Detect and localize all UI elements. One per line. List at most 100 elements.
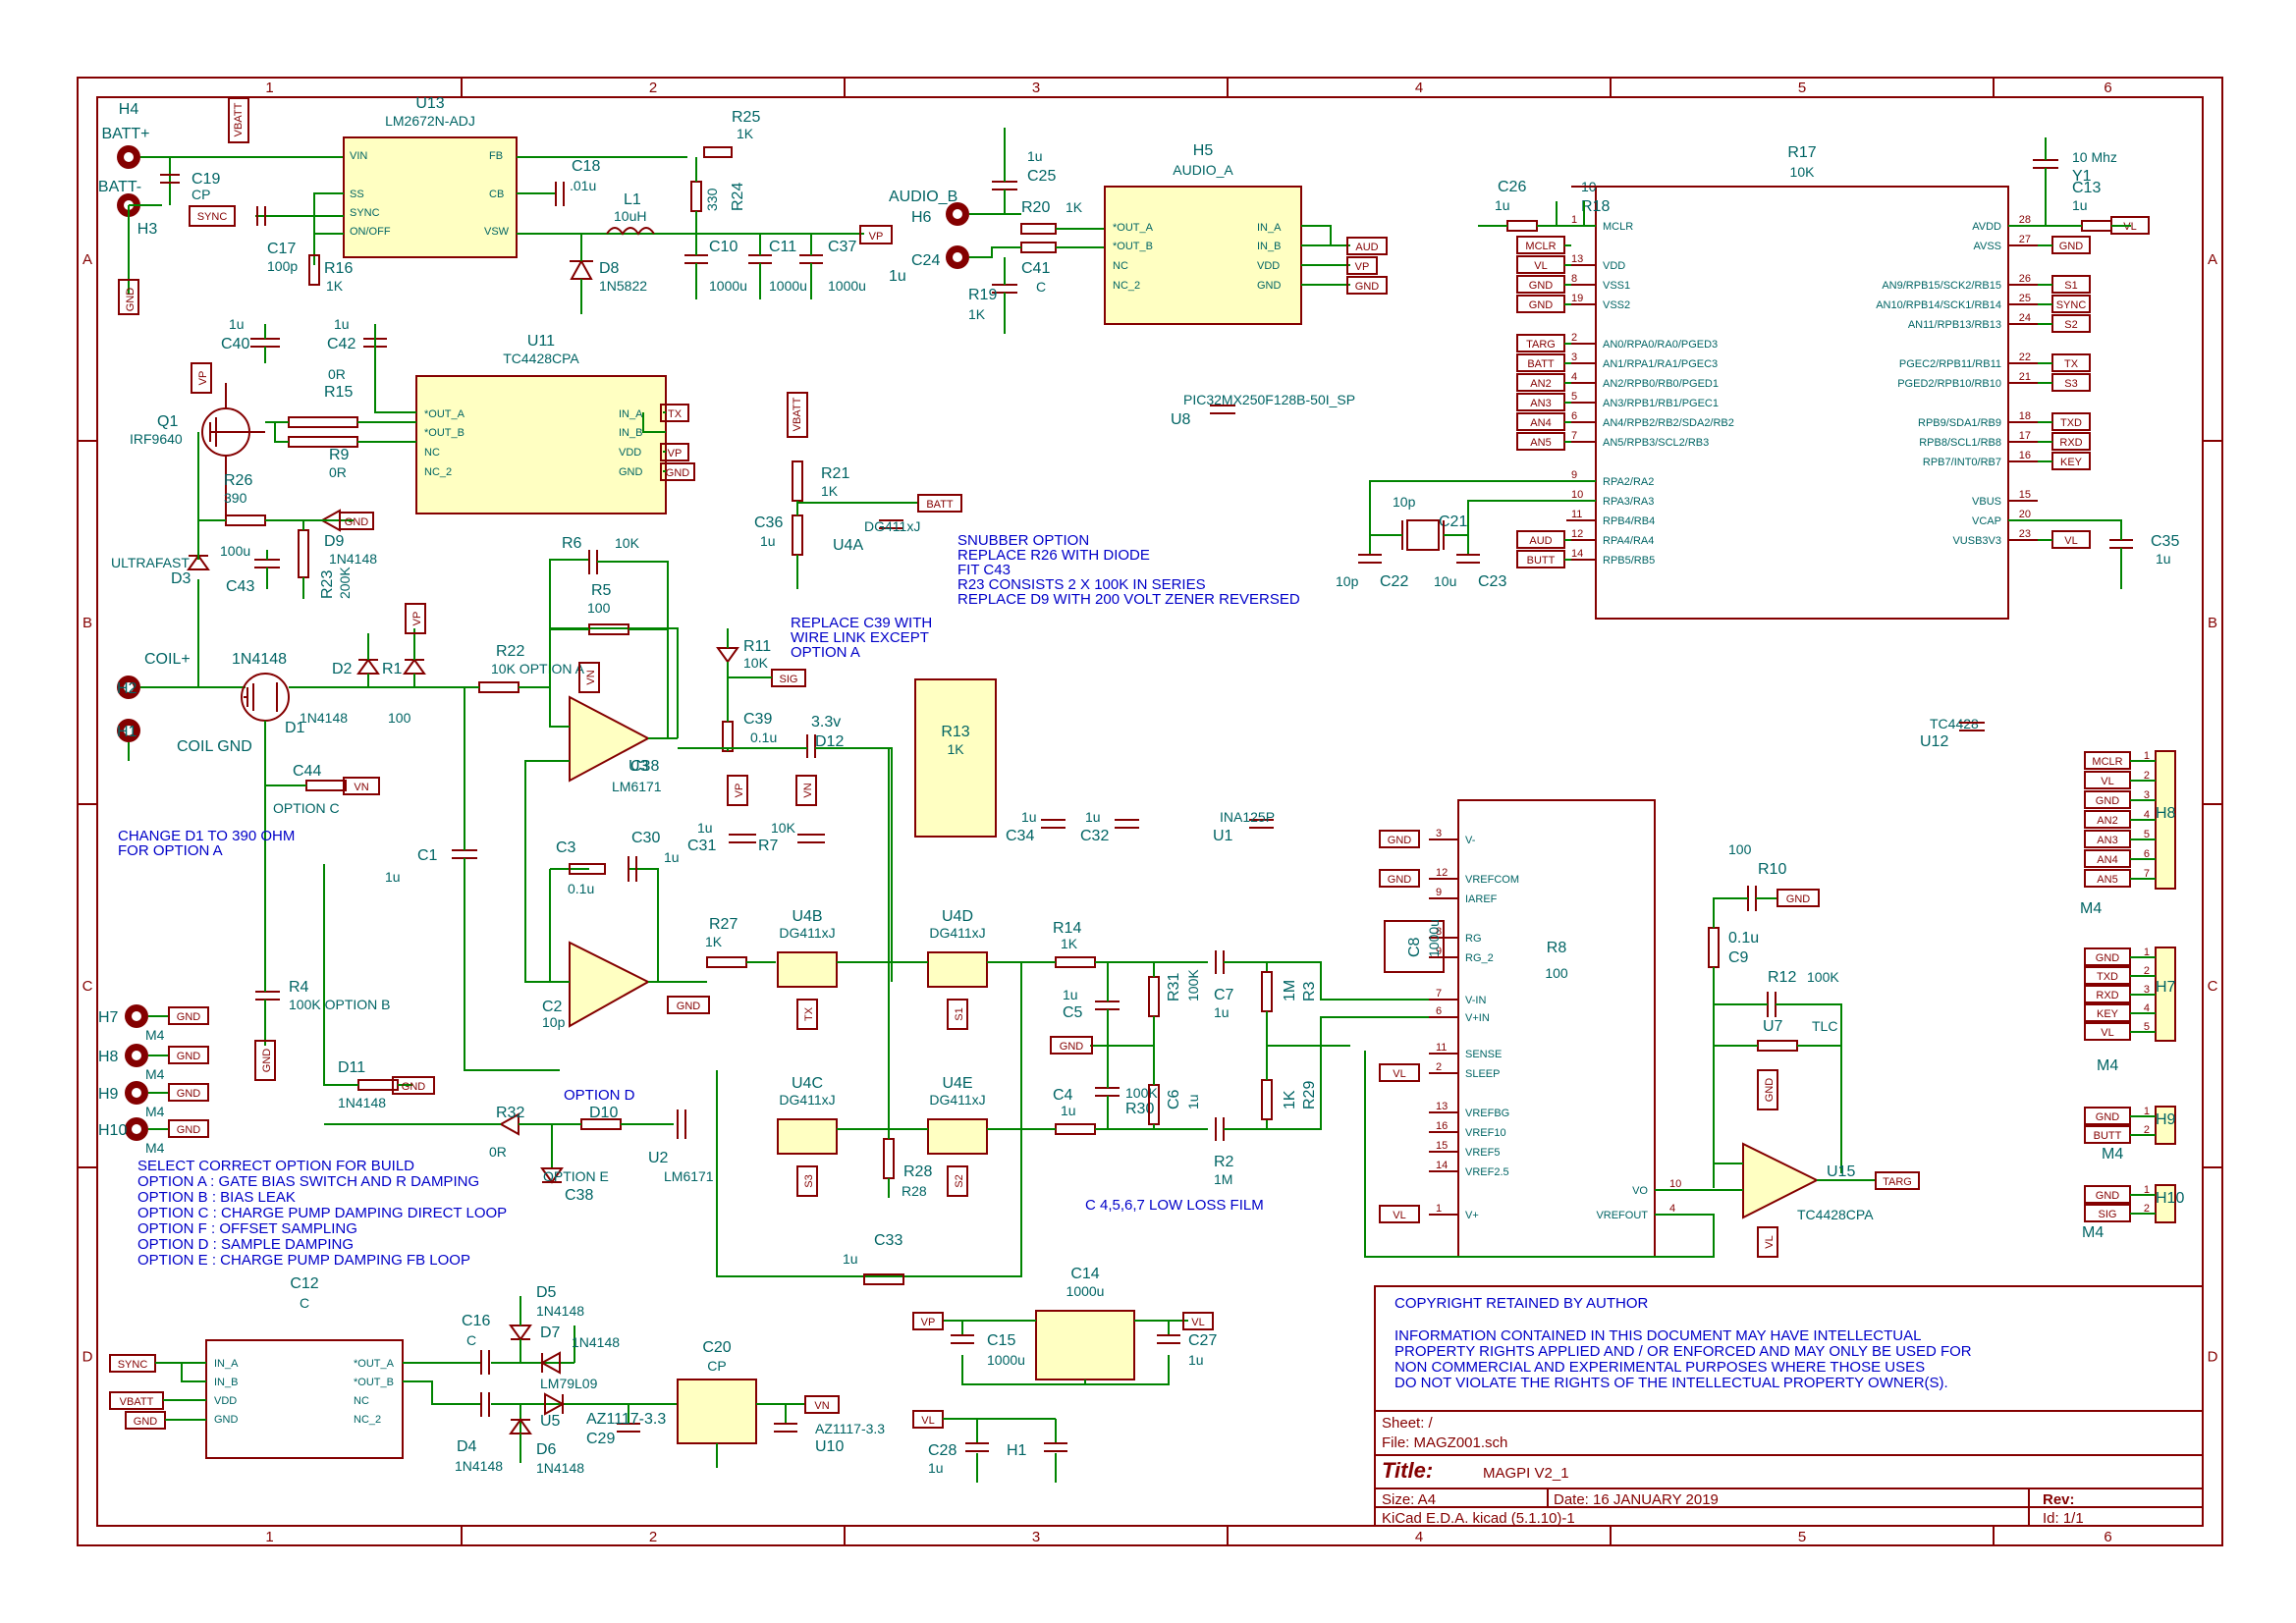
svg-text:U1: U1	[1213, 828, 1233, 844]
u1-pin-number: 4	[1669, 1203, 1675, 1215]
u8-pin-name: RPB7/INT0/RB7	[1923, 457, 2001, 468]
u13-body	[343, 136, 518, 258]
svg-text:1K: 1K	[705, 934, 723, 949]
net-label: KEY	[2060, 457, 2083, 468]
svg-text:R26: R26	[224, 472, 252, 489]
net-label: GND	[177, 1088, 201, 1100]
svg-text:D7: D7	[540, 1325, 561, 1341]
u8-pin-number: 24	[2019, 312, 2031, 324]
u1-pin-name: VREF10	[1465, 1127, 1506, 1139]
note-line: OPTION F : OFFSET SAMPLING	[137, 1220, 357, 1237]
u1-pin-number: 13	[1436, 1101, 1448, 1112]
u1-pin-name: VREFOUT	[1596, 1210, 1648, 1221]
svg-text:GND: GND	[261, 1049, 273, 1073]
svg-text:D3: D3	[171, 570, 191, 587]
svg-text:NC: NC	[1113, 260, 1128, 272]
note-line: REPLACE D9 WITH 200 VOLT ZENER REVERSED	[957, 591, 1300, 608]
svg-text:1u: 1u	[889, 268, 906, 285]
svg-text:R24: R24	[730, 183, 746, 211]
net-label: AN2	[2097, 815, 2117, 827]
net-label: GND	[2059, 241, 2084, 252]
connector-pin-number: 1	[2144, 947, 2150, 958]
svg-text:100: 100	[1728, 841, 1752, 857]
svg-text:C43: C43	[226, 578, 254, 595]
net-label: AN4	[2097, 854, 2117, 866]
svg-text:M4: M4	[2097, 1057, 2118, 1074]
net-label: AN3	[2097, 835, 2117, 846]
net-label: BATT	[1527, 358, 1555, 370]
net-label: BUTT	[1527, 555, 1556, 567]
svg-text:D8: D8	[599, 260, 620, 277]
svg-text:TARG: TARG	[1883, 1176, 1912, 1188]
svg-text:*OUT_A: *OUT_A	[1113, 222, 1154, 234]
u1-pin-name: VREFBG	[1465, 1108, 1509, 1119]
svg-text:ON/OFF: ON/OFF	[350, 226, 391, 238]
svg-text:VDD: VDD	[214, 1395, 237, 1407]
u8-pin-number: 18	[2019, 410, 2031, 422]
svg-text:C23: C23	[1478, 573, 1506, 590]
svg-text:VSW: VSW	[484, 226, 510, 238]
u11-body	[415, 375, 667, 514]
svg-text:FB: FB	[489, 150, 503, 162]
svg-text:1u: 1u	[1061, 1103, 1076, 1118]
net-label: VL	[2101, 776, 2113, 787]
r9-body	[288, 436, 358, 448]
svg-text:AUD: AUD	[1355, 242, 1378, 253]
svg-text:C34: C34	[1006, 828, 1034, 844]
svg-text:R30: R30	[1125, 1101, 1154, 1117]
note-line: WIRE LINK EXCEPT	[791, 629, 929, 646]
svg-text:C14: C14	[1070, 1266, 1099, 1282]
border-row-label: B	[2208, 615, 2217, 631]
border-col-label: 4	[1415, 80, 1423, 96]
svg-text:GND: GND	[677, 1001, 701, 1012]
u8-pin-name: VBUS	[1972, 496, 2001, 508]
border-col-label: 3	[1032, 1529, 1040, 1545]
svg-text:*OUT_B: *OUT_B	[354, 1377, 394, 1388]
u8-pin-number: 15	[2019, 489, 2031, 501]
connector-pin-number: 4	[2144, 1002, 2150, 1014]
svg-text:OPTION C: OPTION C	[273, 800, 340, 816]
connector-pin-number: 1	[2144, 1184, 2150, 1196]
net-label: TX	[2064, 358, 2079, 370]
u8-pin-name: AN0/RPA0/RA0/PGED3	[1603, 339, 1718, 351]
svg-text:R32: R32	[496, 1105, 524, 1121]
svg-text:10K: 10K	[771, 820, 796, 836]
svg-text:C4: C4	[1053, 1087, 1073, 1104]
u1-pin-number: 16	[1436, 1120, 1448, 1132]
svg-text:SIG: SIG	[780, 674, 798, 685]
svg-text:SS: SS	[350, 189, 364, 200]
u1-pin-number: 9	[1436, 946, 1442, 957]
svg-text:10uH: 10uH	[614, 208, 646, 224]
u1-pin-number: 8	[1436, 926, 1442, 938]
svg-text:D9: D9	[324, 533, 345, 550]
u8-pin-number: 13	[1571, 253, 1583, 265]
u1-pin-number: 9	[1436, 887, 1442, 898]
svg-text:IN_A: IN_A	[1257, 222, 1282, 234]
svg-text:100K: 100K	[1185, 969, 1201, 1001]
sheet-label: Sheet: /	[1382, 1415, 1434, 1432]
u2-ref: U3	[629, 758, 649, 775]
u1-pin-name: SENSE	[1465, 1049, 1502, 1060]
u1-pin-name: VREFCOM	[1465, 874, 1519, 886]
svg-text:R16: R16	[324, 260, 353, 277]
svg-text:D2: D2	[332, 661, 353, 677]
svg-text:R20: R20	[1021, 199, 1050, 216]
u3-opamp	[569, 941, 651, 1028]
svg-text:U7: U7	[1763, 1018, 1783, 1035]
net-label: RXD	[2096, 990, 2118, 1001]
svg-text:R3: R3	[1301, 981, 1318, 1001]
svg-text:IRF9640: IRF9640	[130, 431, 183, 447]
u8-pin-name: VSS1	[1603, 280, 1630, 292]
svg-text:C28: C28	[928, 1442, 957, 1459]
net-label: GND	[2096, 1111, 2120, 1123]
u4c-body	[927, 951, 988, 988]
u8-pin-number: 4	[1571, 371, 1577, 383]
svg-text:1u: 1u	[664, 849, 680, 865]
svg-text:U15: U15	[1827, 1163, 1855, 1180]
net-label: GND	[2096, 952, 2120, 964]
u8-pin-number: 22	[2019, 352, 2031, 363]
svg-text:TC4428: TC4428	[1930, 716, 1979, 731]
svg-text:R15: R15	[324, 384, 353, 401]
svg-text:100u: 100u	[220, 543, 250, 559]
